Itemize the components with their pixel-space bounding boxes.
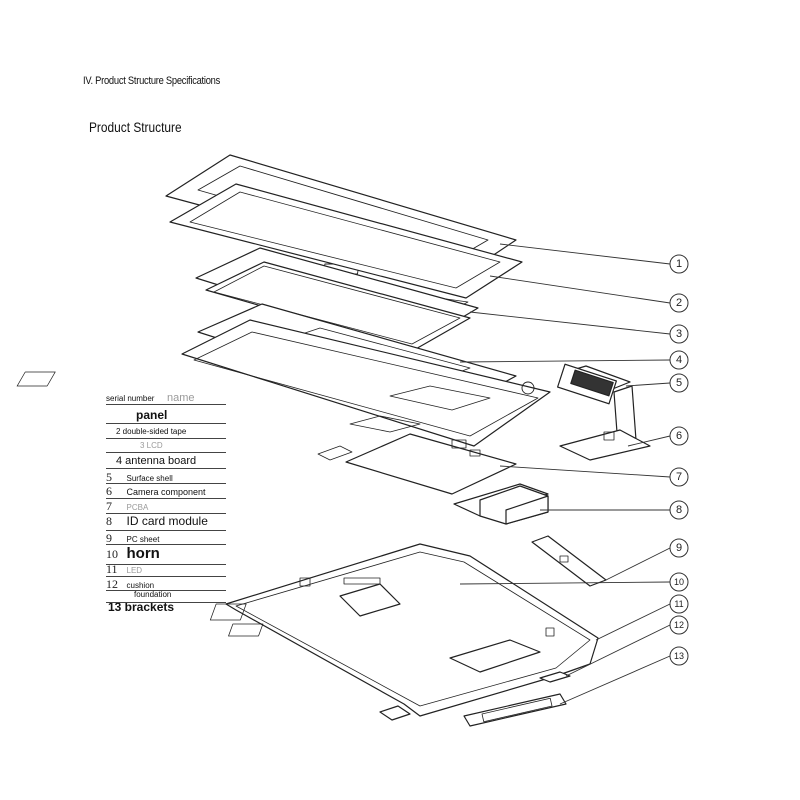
diagram-subtitle: Product Structure	[89, 119, 182, 135]
callout-circle	[669, 646, 689, 666]
callout-circle	[669, 373, 689, 393]
camera-component-part	[557, 363, 651, 461]
row-number: 6	[106, 484, 112, 498]
table-row: foundation	[134, 589, 254, 599]
callout-circle	[669, 324, 689, 344]
table-rule	[106, 564, 226, 565]
row-label: panel	[136, 408, 168, 422]
callout-number: 7	[676, 471, 682, 483]
callout-number: 8	[676, 504, 682, 516]
table-rule	[106, 483, 226, 484]
table-row: 3 LCD	[140, 440, 260, 450]
bracket-part	[463, 693, 567, 727]
row-label: 13 brackets	[108, 600, 175, 614]
table-rule	[106, 452, 226, 453]
row-label: PCBA	[126, 503, 149, 512]
row-number: 10	[106, 547, 118, 561]
table-row: panel	[136, 408, 256, 422]
row-number: 5	[106, 470, 112, 484]
table-rule	[106, 423, 226, 424]
callout-number: 3	[676, 328, 682, 340]
table-row: 9 PC sheet	[106, 531, 226, 546]
foundation-part	[209, 543, 599, 717]
cushion-part-2	[379, 705, 411, 721]
table-rule	[106, 590, 226, 591]
row-label: foundation	[134, 590, 172, 599]
row-label: Surface shell	[126, 474, 173, 483]
row-label: horn	[126, 545, 160, 562]
callout-circle	[669, 538, 689, 558]
id-card-module-part	[453, 483, 549, 525]
table-row: 4 antenna board	[116, 455, 236, 467]
callout-number: 11	[674, 599, 683, 609]
table-rule	[106, 513, 226, 514]
table-row: 6 Camera component	[106, 484, 226, 499]
callout-number: 9	[676, 542, 682, 554]
callout-circle	[669, 426, 689, 446]
row-label: ID card module	[126, 514, 208, 528]
row-number: 7	[106, 499, 112, 513]
callout-circle	[669, 350, 689, 370]
pc-sheet-part	[531, 535, 607, 587]
surface-shell-part	[181, 319, 551, 447]
table-row: 12 cushion	[106, 577, 226, 592]
callout-number: 1	[676, 258, 682, 270]
callout-circle	[669, 467, 689, 487]
row-number: 11	[106, 562, 118, 576]
callout-circle	[669, 500, 689, 520]
table-rule	[106, 544, 226, 545]
table-rule	[106, 468, 226, 469]
callout-circle	[669, 615, 689, 635]
header-name: name	[166, 392, 195, 404]
callout-number: 12	[674, 620, 684, 630]
row-number: 8	[106, 514, 112, 528]
row-number: 9	[106, 531, 112, 545]
table-row: 8 ID card module	[106, 514, 226, 529]
table-rule	[106, 530, 226, 531]
section-title: IV. Product Structure Specifications	[83, 75, 221, 87]
tape-part	[169, 183, 523, 299]
callout-circle	[669, 594, 689, 614]
table-rule	[106, 498, 226, 499]
table-rule	[106, 404, 226, 405]
callout-number: 4	[676, 354, 682, 366]
table-rule	[106, 438, 226, 439]
parts-table-header: serial number name	[106, 392, 226, 404]
table-row: 5 Surface shell	[106, 470, 226, 485]
callout-number: 10	[674, 577, 684, 587]
row-number: 12	[106, 577, 118, 591]
table-row: 7 PCBA	[106, 499, 226, 514]
table-rule	[106, 602, 226, 603]
callout-circle	[669, 572, 689, 592]
callout-number: 13	[674, 651, 684, 661]
callout-circle	[669, 254, 689, 274]
row-label: PC sheet	[126, 535, 160, 544]
table-row: 2 double-sided tape	[116, 426, 236, 436]
table-row: 13 brackets	[108, 600, 228, 614]
callout-number: 2	[676, 297, 682, 309]
table-row: 11 LED	[106, 562, 226, 577]
table-row: 10 horn	[106, 545, 226, 562]
row-label: LED	[126, 566, 143, 575]
row-label: 3 LCD	[140, 441, 163, 450]
header-serial: serial number	[106, 394, 155, 403]
row-label: 2 double-sided tape	[116, 427, 187, 436]
row-label: cushion	[126, 581, 155, 590]
row-label: Camera component	[126, 487, 206, 497]
callout-number: 5	[676, 377, 682, 389]
pcba-part	[345, 433, 517, 495]
row-label: 4 antenna board	[116, 455, 197, 467]
cushion-part	[539, 671, 571, 683]
table-rule	[106, 576, 226, 577]
callout-circle	[669, 293, 689, 313]
callout-number: 6	[676, 430, 682, 442]
